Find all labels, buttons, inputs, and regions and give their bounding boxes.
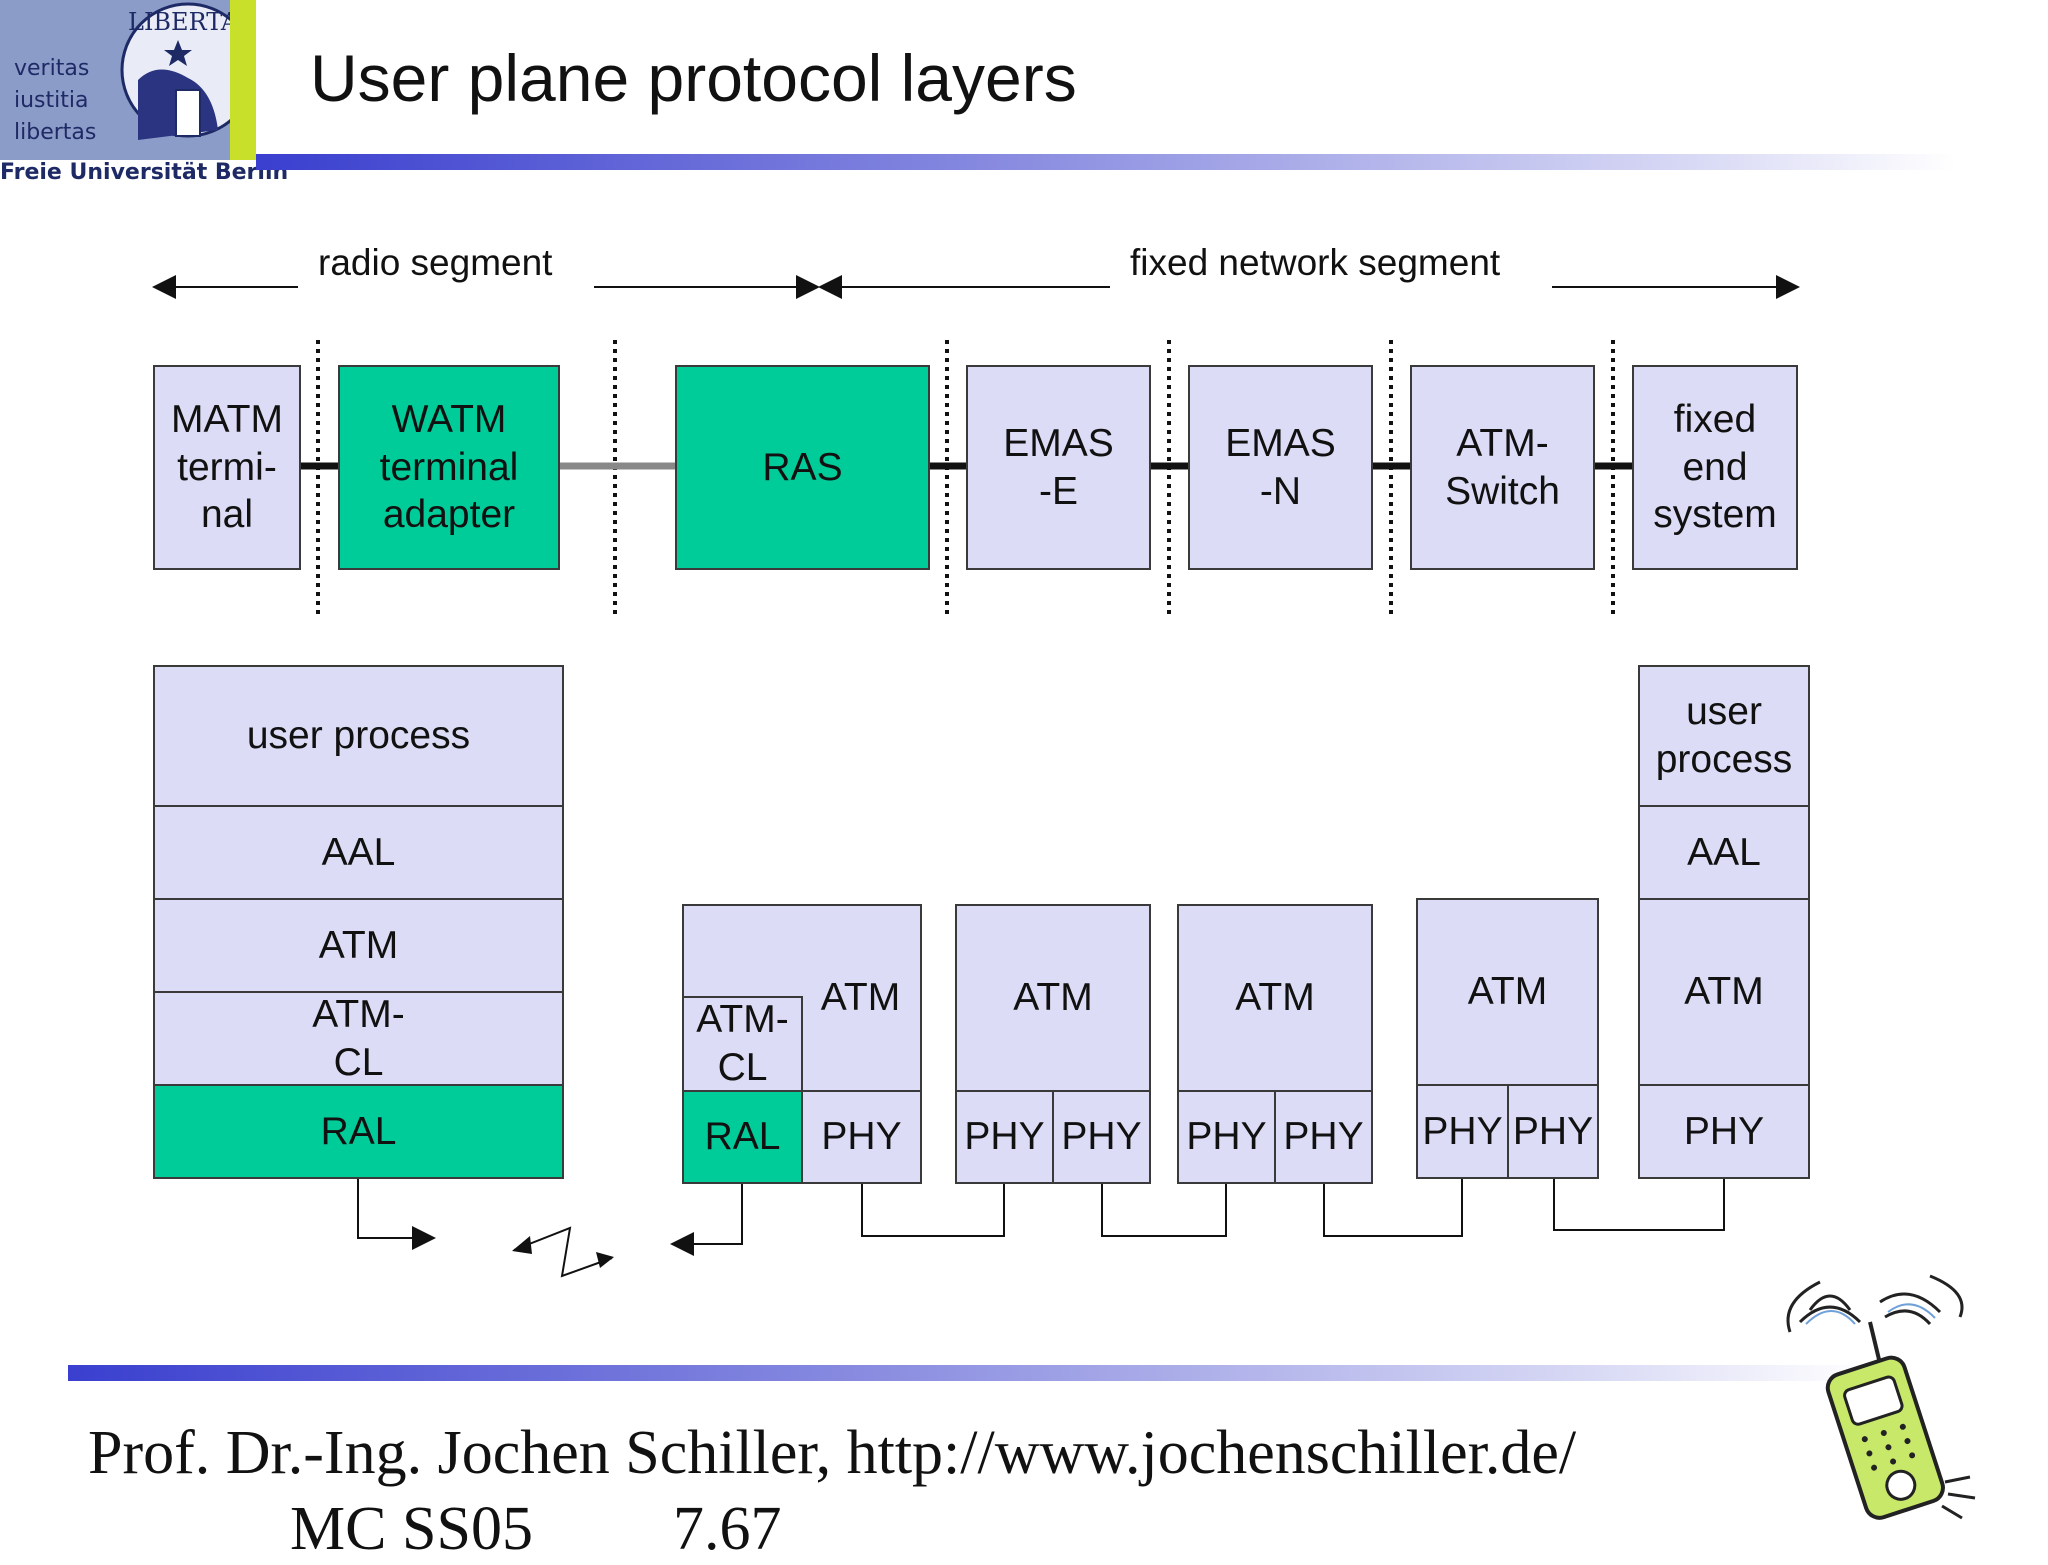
seal-icon: LIBERTAS <box>120 2 230 140</box>
radio-segment-label: radio segment <box>318 242 553 283</box>
wireless-zigzag <box>513 1226 613 1278</box>
right-stack-phy: PHY <box>1638 1084 1810 1179</box>
left-stack-user-process: user process <box>153 665 564 807</box>
university-logo: veritas iustitia libertas LIBERTAS <box>0 0 230 160</box>
right-stack-user-process: user process <box>1638 665 1810 807</box>
switch-stack-phy-left: PHY <box>1416 1084 1509 1179</box>
left-stack-atm: ATM <box>153 898 564 993</box>
switch-stack-atm: ATM <box>1416 898 1599 1086</box>
right-stack-atm: ATM <box>1638 898 1810 1086</box>
footer-course-name: MC SS05 <box>290 1495 533 1563</box>
phy-link-switch-fixed <box>1553 1178 1725 1231</box>
switch-stack-phy-right: PHY <box>1507 1084 1599 1179</box>
emase-stack-phy-right: PHY <box>1052 1090 1151 1184</box>
node-ras: RAS <box>675 365 930 570</box>
wireless-link-right <box>670 1184 743 1256</box>
university-name: Freie Universität Berlin <box>0 160 289 185</box>
phy-link-emasn-switch <box>1323 1178 1463 1237</box>
footer-course: MC SS05 7.67 <box>290 1494 781 1565</box>
wireless-link-left <box>357 1176 436 1250</box>
node-fixed-end-system: fixed end system <box>1632 365 1798 570</box>
ras-stack-phy: PHY <box>801 1090 922 1184</box>
logo-motto-line: veritas <box>14 56 90 81</box>
header-divider <box>256 154 1956 170</box>
logo-motto-line: libertas <box>14 120 97 145</box>
emasn-stack-atm: ATM <box>1177 904 1373 1092</box>
node-emas-n: EMAS -N <box>1188 365 1373 570</box>
left-stack-ral: RAL <box>153 1084 564 1179</box>
fixed-segment-label: fixed network segment <box>1130 242 1501 283</box>
seal-text: LIBERTAS <box>128 8 230 36</box>
emase-stack-atm: ATM <box>955 904 1151 1092</box>
node-matm-terminal: MATM termi- nal <box>153 365 301 570</box>
ras-stack-ral: RAL <box>682 1090 803 1184</box>
ras-stack-atm: ATM <box>801 904 922 1092</box>
phy-link-emase-emasn <box>1101 1184 1227 1237</box>
footer-author: Prof. Dr.-Ing. Jochen Schiller, http://w… <box>88 1419 1577 1487</box>
ras-stack-atm-cl: ATM- CL <box>682 996 803 1092</box>
node-watm-terminal-adapter: WATM terminal adapter <box>338 365 560 570</box>
page-title: User plane protocol layers <box>310 41 1077 115</box>
emase-stack-phy-left: PHY <box>955 1090 1054 1184</box>
logo-motto-line: iustitia <box>14 88 89 113</box>
logo-accent-bar <box>230 0 256 160</box>
emasn-stack-phy-right: PHY <box>1274 1090 1373 1184</box>
right-stack-aal: AAL <box>1638 805 1810 900</box>
left-stack-aal: AAL <box>153 805 564 900</box>
node-emas-e: EMAS -E <box>966 365 1151 570</box>
emasn-stack-phy-left: PHY <box>1177 1090 1276 1184</box>
mobile-phone-icon <box>1786 1274 1976 1520</box>
phy-link-ras-emase <box>861 1184 1005 1237</box>
left-stack-atm-cl: ATM- CL <box>153 991 564 1086</box>
footer-page-number: 7.67 <box>672 1495 782 1563</box>
node-atm-switch: ATM- Switch <box>1410 365 1595 570</box>
footer-divider <box>68 1365 1868 1381</box>
